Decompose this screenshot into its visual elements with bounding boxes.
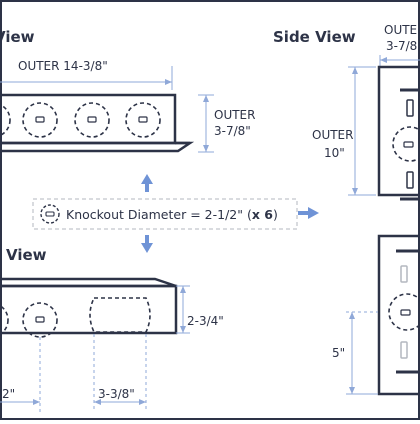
outer-depth-label-line1: OUTER xyxy=(214,108,255,122)
knockout-diameter-label: Knockout Diameter = 2-1/2" (x 6) xyxy=(66,207,278,222)
bottom-height-dimension xyxy=(176,285,190,334)
knockout-circle xyxy=(125,102,161,138)
side-lower-panel xyxy=(377,234,420,396)
outer-width-label: OUTER 14-3/8" xyxy=(18,59,108,73)
knockout-circle xyxy=(388,293,420,331)
side-lower-height-dimension xyxy=(346,311,378,395)
callout-arrow-up xyxy=(141,174,153,192)
knockout-circle xyxy=(0,103,11,137)
rectangular-knockout xyxy=(89,297,151,333)
outer-depth-label-line2: 3-7/8" xyxy=(214,124,251,138)
outer-depth-dimension xyxy=(198,94,214,153)
top-view-knockouts xyxy=(0,102,161,138)
bottom-view-title: View xyxy=(6,246,47,264)
knockout-icon xyxy=(40,204,60,224)
top-view-title: View xyxy=(0,28,35,46)
knockout-circle xyxy=(0,304,9,336)
bottom-width-label: 3-3/8" xyxy=(98,387,135,401)
outer-width-dimension xyxy=(0,66,173,90)
knockout-circle xyxy=(22,302,58,338)
knockout-circle xyxy=(74,102,110,138)
top-view-box xyxy=(0,93,195,153)
side-upper-panel xyxy=(377,65,420,201)
callout-arrow-down xyxy=(141,235,153,253)
side-outer-height-dimension xyxy=(348,66,376,196)
side-lower-height-label: 5" xyxy=(332,346,345,360)
side-outer-height-line1: OUTER xyxy=(312,128,353,142)
bottom-view-box xyxy=(0,277,178,335)
side-outer-top-line1: OUTE xyxy=(384,23,417,37)
side-top-width-dimension xyxy=(379,55,420,67)
bottom-left-label: /2" xyxy=(0,387,15,401)
knockout-circle xyxy=(22,102,58,138)
bottom-width-dimension xyxy=(93,334,147,412)
side-outer-top-line2: 3-7/8 xyxy=(386,39,417,53)
bottom-left-dimension xyxy=(0,337,41,412)
side-outer-height-line2: 10" xyxy=(324,146,345,160)
knockout-circle xyxy=(392,126,420,162)
side-view-title: Side View xyxy=(273,28,356,46)
bottom-view-knockouts xyxy=(0,302,58,338)
callout-arrow-right xyxy=(298,207,319,219)
bottom-height-label: 2-3/4" xyxy=(187,314,224,328)
